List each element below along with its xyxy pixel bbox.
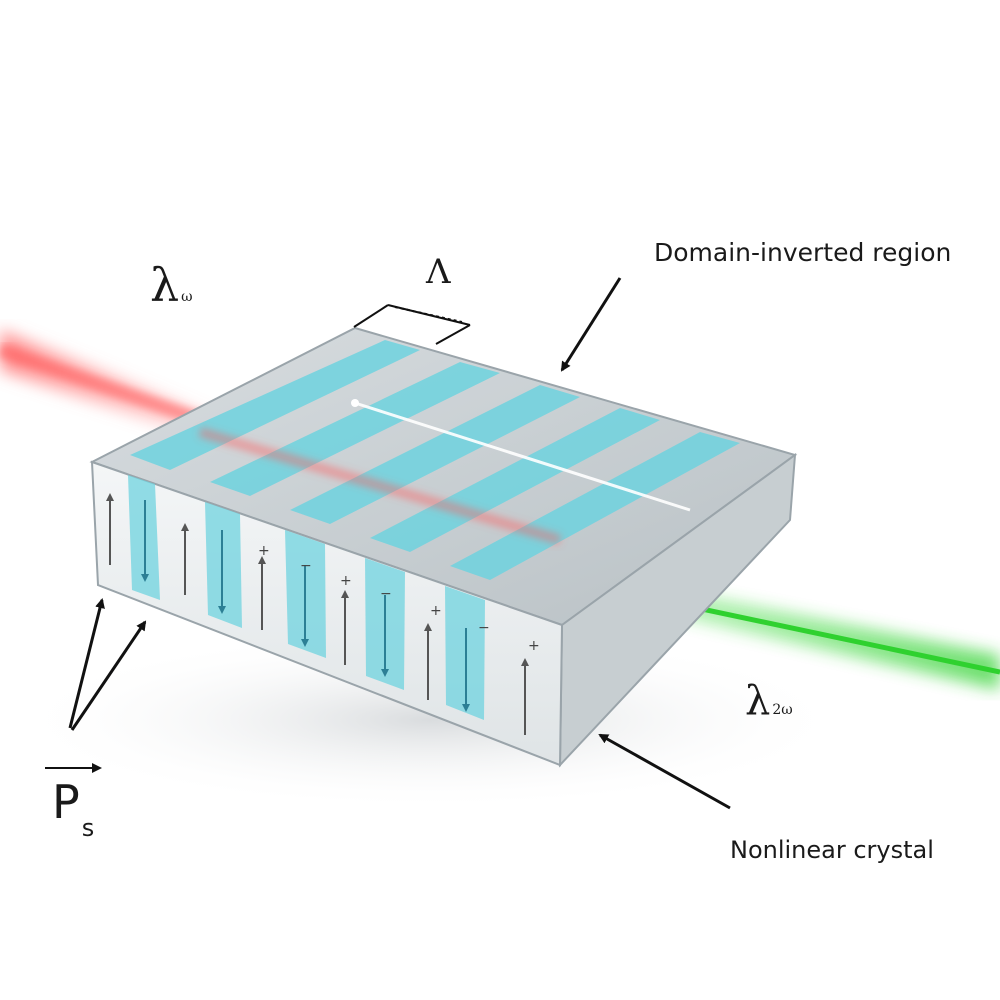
polarity-sign: + xyxy=(340,573,352,589)
second-harmonic-beam-core xyxy=(649,595,1000,675)
nonlinear-crystal-label: Nonlinear crystal xyxy=(730,836,934,864)
polarity-sign: − xyxy=(380,586,392,602)
polarization-label: Ps xyxy=(52,775,95,842)
waveguide-entry xyxy=(351,399,359,407)
crystal-pointer xyxy=(598,733,731,810)
polarity-sign: − xyxy=(478,620,490,636)
polarity-sign: + xyxy=(258,543,270,559)
polarization-arrows xyxy=(106,493,529,735)
polarity-sign: + xyxy=(430,603,442,619)
polarity-signs: + − + − + − + xyxy=(258,543,540,654)
polarity-sign: + xyxy=(528,638,540,654)
ps-pointer-1 xyxy=(68,598,105,729)
ps-pointer-2 xyxy=(70,620,147,731)
polarity-sign: − xyxy=(300,558,312,574)
internal-fundamental-beam xyxy=(198,427,562,545)
domain-region-pointer xyxy=(560,277,622,372)
period-label: Λ xyxy=(426,252,451,292)
period-dimension xyxy=(353,304,471,345)
waveguide-line xyxy=(354,401,691,512)
domain-inverted-region-label: Domain-inverted region xyxy=(654,238,952,267)
